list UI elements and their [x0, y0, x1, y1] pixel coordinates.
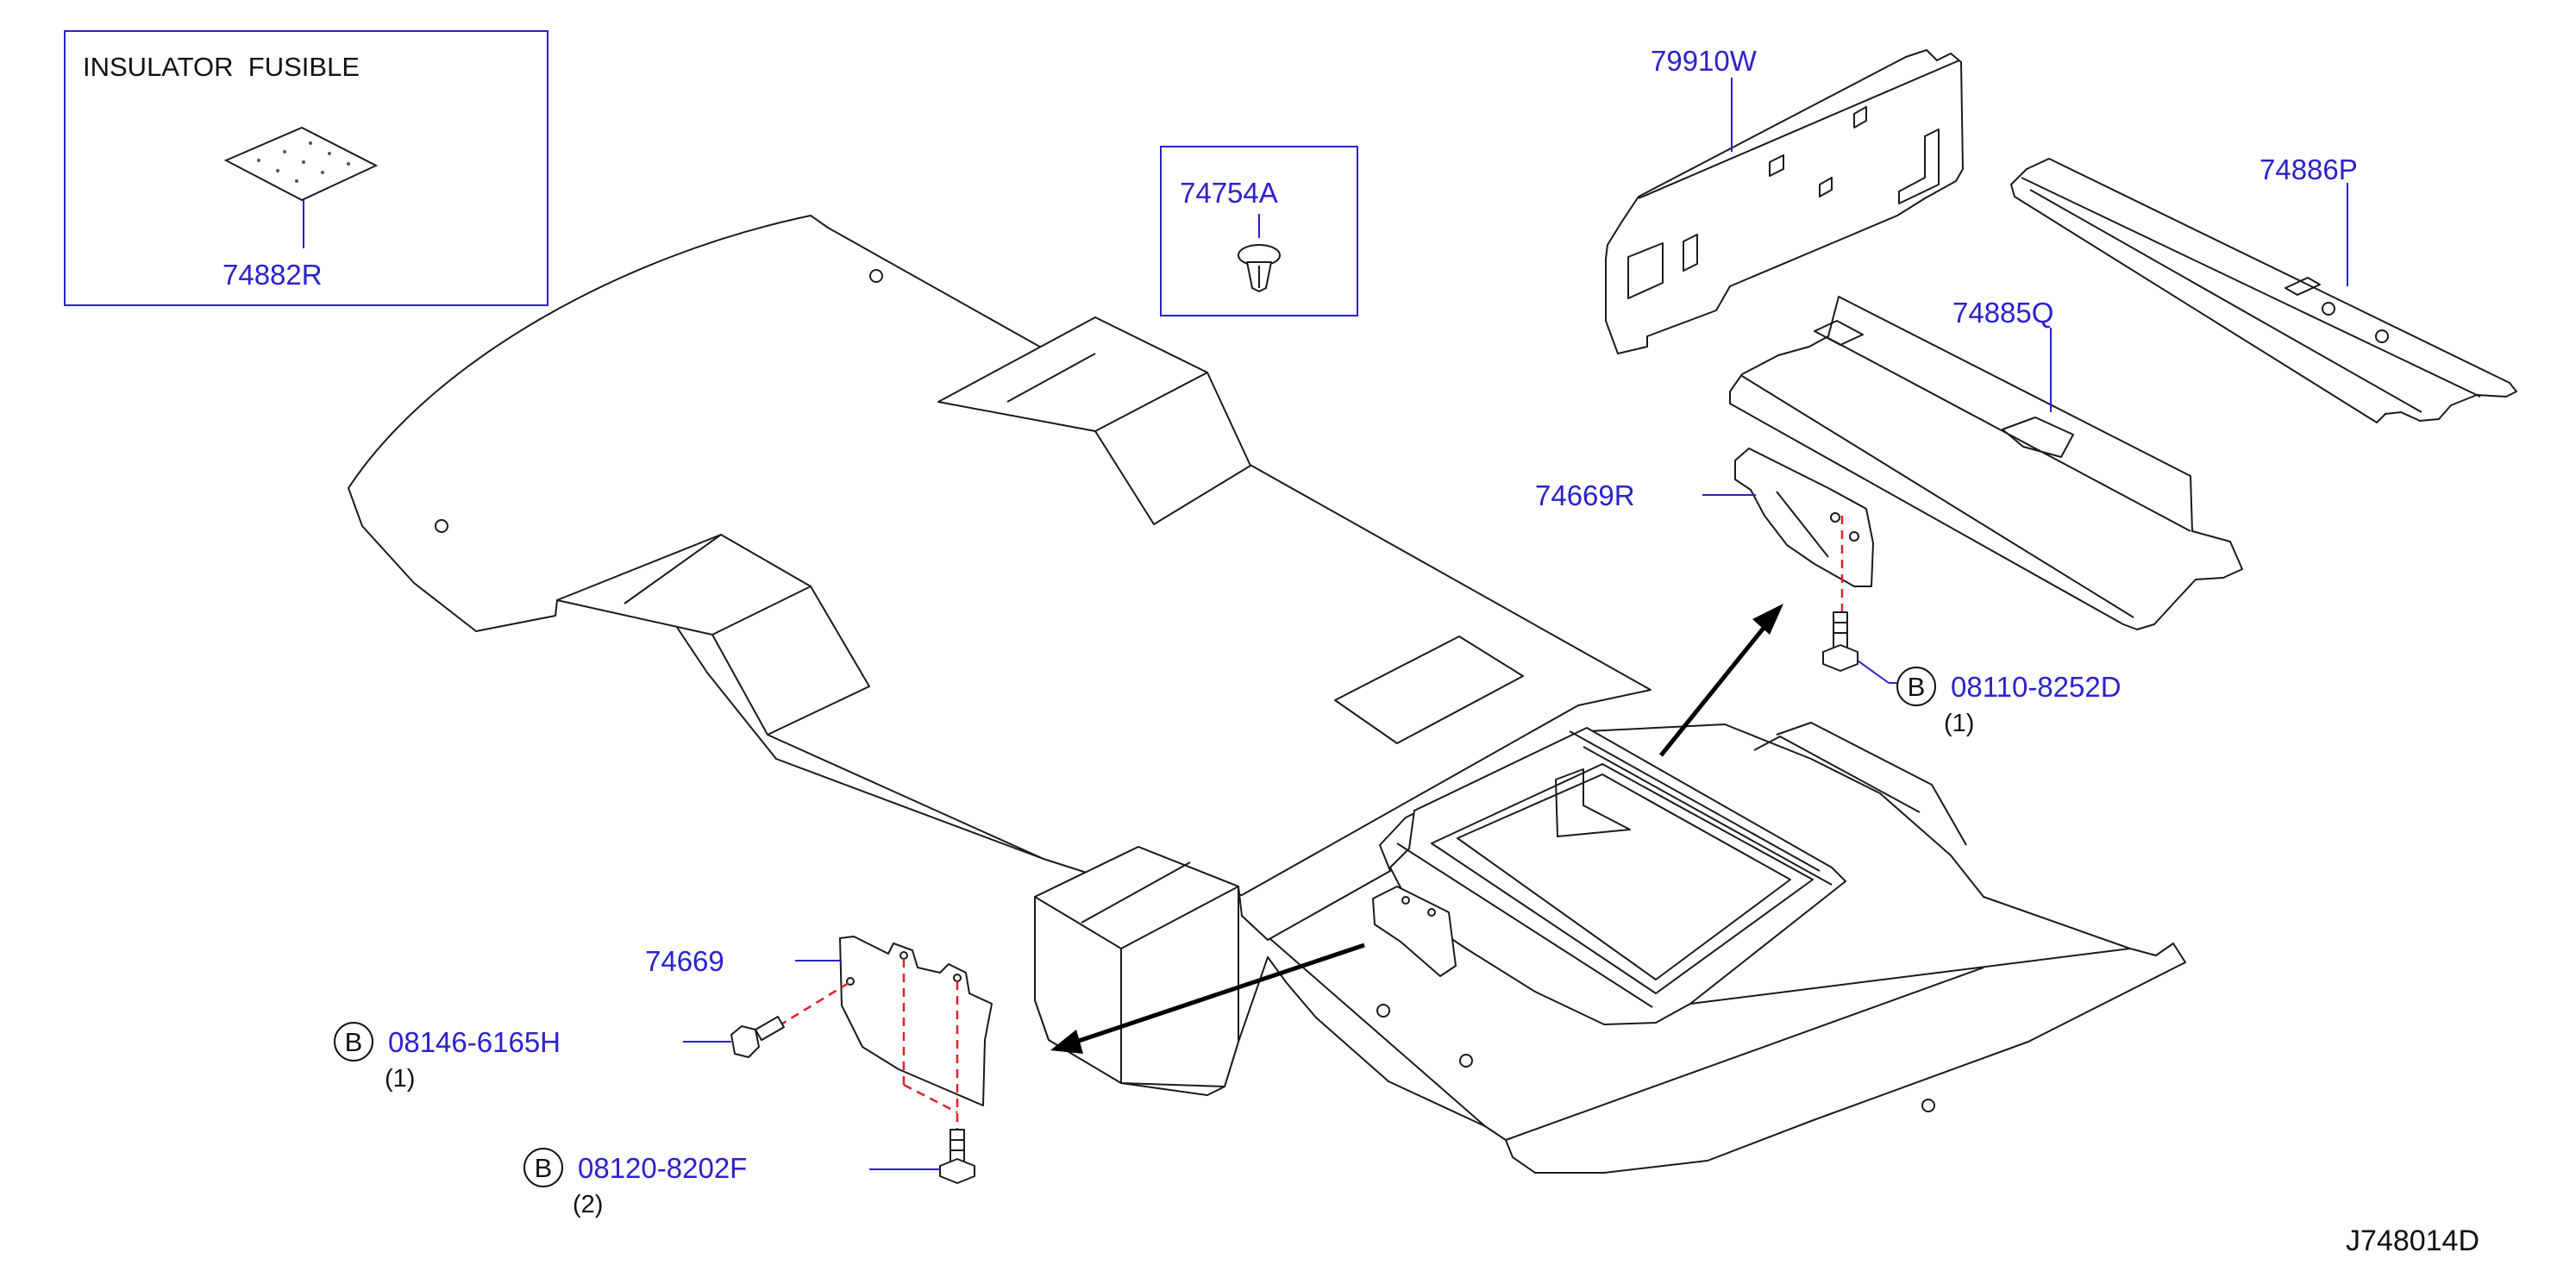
callout-08146-6165H: B 08146-6165H (1) [334, 1022, 561, 1093]
panel-cutout [1627, 242, 1664, 299]
guides-74669 [763, 959, 959, 1137]
callout-08110-8252D: B 08110-8252D (1) [1896, 667, 2122, 737]
bolt-symbol: B [535, 1153, 553, 1183]
clip-box: 74754A [1160, 146, 1358, 316]
bolt-symbol-circle [1896, 667, 1936, 706]
part-label-79910W: 79910W [1651, 45, 1758, 77]
part-label-74882R: 74882R [223, 259, 323, 291]
qty-08120-8202F: (2) [573, 1191, 603, 1218]
bolt-08110-8252D [1822, 611, 1916, 684]
rail-74885Q: 74885Q [1729, 296, 2243, 630]
arrow-to-74669R [1659, 621, 1770, 757]
rail-74886P: 74886P [2010, 153, 2517, 423]
bolt-08146-6165H [683, 1016, 785, 1058]
part-label-74886P: 74886P [2259, 153, 2358, 185]
part-label-08146-6165H: 08146-6165H [388, 1026, 561, 1058]
diagram-reference: J748014D [2346, 1224, 2479, 1257]
part-label-74885Q: 74885Q [1952, 297, 2053, 329]
bolt-symbol: B [1908, 672, 1926, 702]
part-label-74669: 74669 [645, 945, 724, 977]
bolt-symbol-circle [334, 1022, 373, 1062]
fusible-pad-icon [223, 126, 379, 202]
bolt-symbol-circle [523, 1148, 563, 1187]
arrows [1050, 604, 1783, 1054]
bolt-08120-8202F [869, 1129, 975, 1184]
part-label-74754A: 74754A [1180, 177, 1278, 209]
bracket-74669R: 74669R [1535, 448, 1874, 587]
clip-box-frame [1160, 146, 1358, 316]
arrow-to-74669 [1070, 943, 1365, 1046]
floor-pad [1334, 636, 1524, 744]
qty-08146-6165H: (1) [385, 1065, 415, 1093]
insulator-fusible-box: INSULATOR FUSIBLE 74882R [64, 30, 548, 306]
floor-trim-assembly [348, 215, 2186, 1174]
panel-79910W: 79910W [1605, 45, 1964, 354]
clip-icon [1238, 244, 1281, 292]
arrow-head-74669R [1752, 604, 1783, 635]
part-label-08120-8202F: 08120-8202F [578, 1152, 747, 1184]
insulator-box-title: INSULATOR FUSIBLE [83, 52, 360, 82]
qty-08110-8252D: (1) [1944, 710, 1974, 737]
insulator-box-frame [64, 30, 548, 306]
arrow-head-74669 [1050, 1030, 1083, 1054]
part-label-74669R: 74669R [1535, 479, 1635, 511]
callout-08120-8202F: B 08120-8202F (2) [523, 1148, 747, 1218]
bolt-symbol: B [345, 1027, 363, 1057]
part-label-08110-8252D: 08110-8252D [1951, 671, 2122, 703]
bracket-74669: 74669 [645, 936, 993, 1106]
fusible-pad-dots [257, 141, 350, 183]
